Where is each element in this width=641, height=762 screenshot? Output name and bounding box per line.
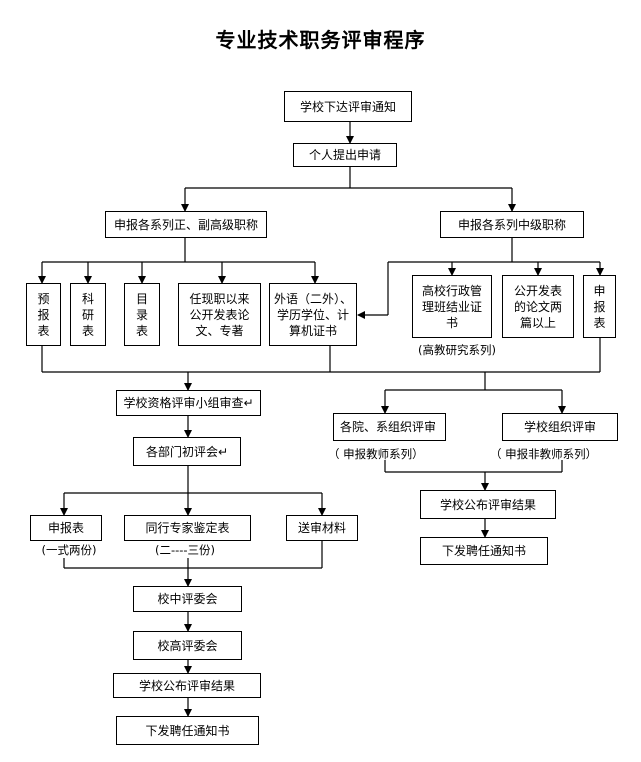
node-application-form: 申报表 xyxy=(30,515,102,541)
node-qualification-review: 学校资格评审小组审查↵ xyxy=(116,390,261,416)
note-research-series: (高教研究系列) xyxy=(418,343,496,357)
note-non-teacher-series: （ 申报非教师系列） xyxy=(490,447,598,461)
node-notice: 学校下达评审通知 xyxy=(284,91,412,122)
node-appointment-right: 下发聘任通知书 xyxy=(420,537,548,565)
node-two-papers: 公开发表 的论文两 篇以上 xyxy=(502,275,574,338)
node-mid-committee: 校中评委会 xyxy=(133,586,242,612)
node-announce-left: 学校公布评审结果 xyxy=(113,673,261,698)
node-catalog-form: 目 录 表 xyxy=(124,283,160,346)
note-teacher-series: （ 申报教师系列） xyxy=(328,447,424,461)
node-senior-committee: 校高评委会 xyxy=(133,631,242,660)
node-appointment-left: 下发聘任通知书 xyxy=(116,716,259,745)
diagram-title: 专业技术职务评审程序 xyxy=(215,28,426,52)
node-certificates: 外语（二外）、 学历学位、计 算机证书 xyxy=(269,283,357,346)
node-publications: 任现职以来 公开发表论 文、专著 xyxy=(178,283,261,346)
node-senior-title: 申报各系列正、副高级职称 xyxy=(105,211,267,238)
node-dept-review: 各部门初评会↵ xyxy=(133,437,241,466)
node-report-form-right: 申 报 表 xyxy=(583,275,616,338)
node-peer-review-form: 同行专家鉴定表 xyxy=(124,515,251,541)
node-research-form: 科 研 表 xyxy=(70,283,106,346)
node-announce-right: 学校公布评审结果 xyxy=(420,490,556,519)
node-apply: 个人提出申请 xyxy=(293,143,397,167)
node-admin-cert: 高校行政管 理班结业证 书 xyxy=(412,275,492,338)
note-copies-range: (二----三份) xyxy=(154,543,216,557)
node-intermediate-title: 申报各系列中级职称 xyxy=(440,211,584,238)
note-two-copies: (一式两份) xyxy=(41,543,97,557)
node-submission-materials: 送审材料 xyxy=(286,515,358,541)
node-pre-report-form: 预 报 表 xyxy=(26,283,61,346)
node-school-organized-review: 学校组织评审 xyxy=(502,413,618,441)
node-dept-organized-review: 各院、系组织评审 xyxy=(333,413,446,441)
